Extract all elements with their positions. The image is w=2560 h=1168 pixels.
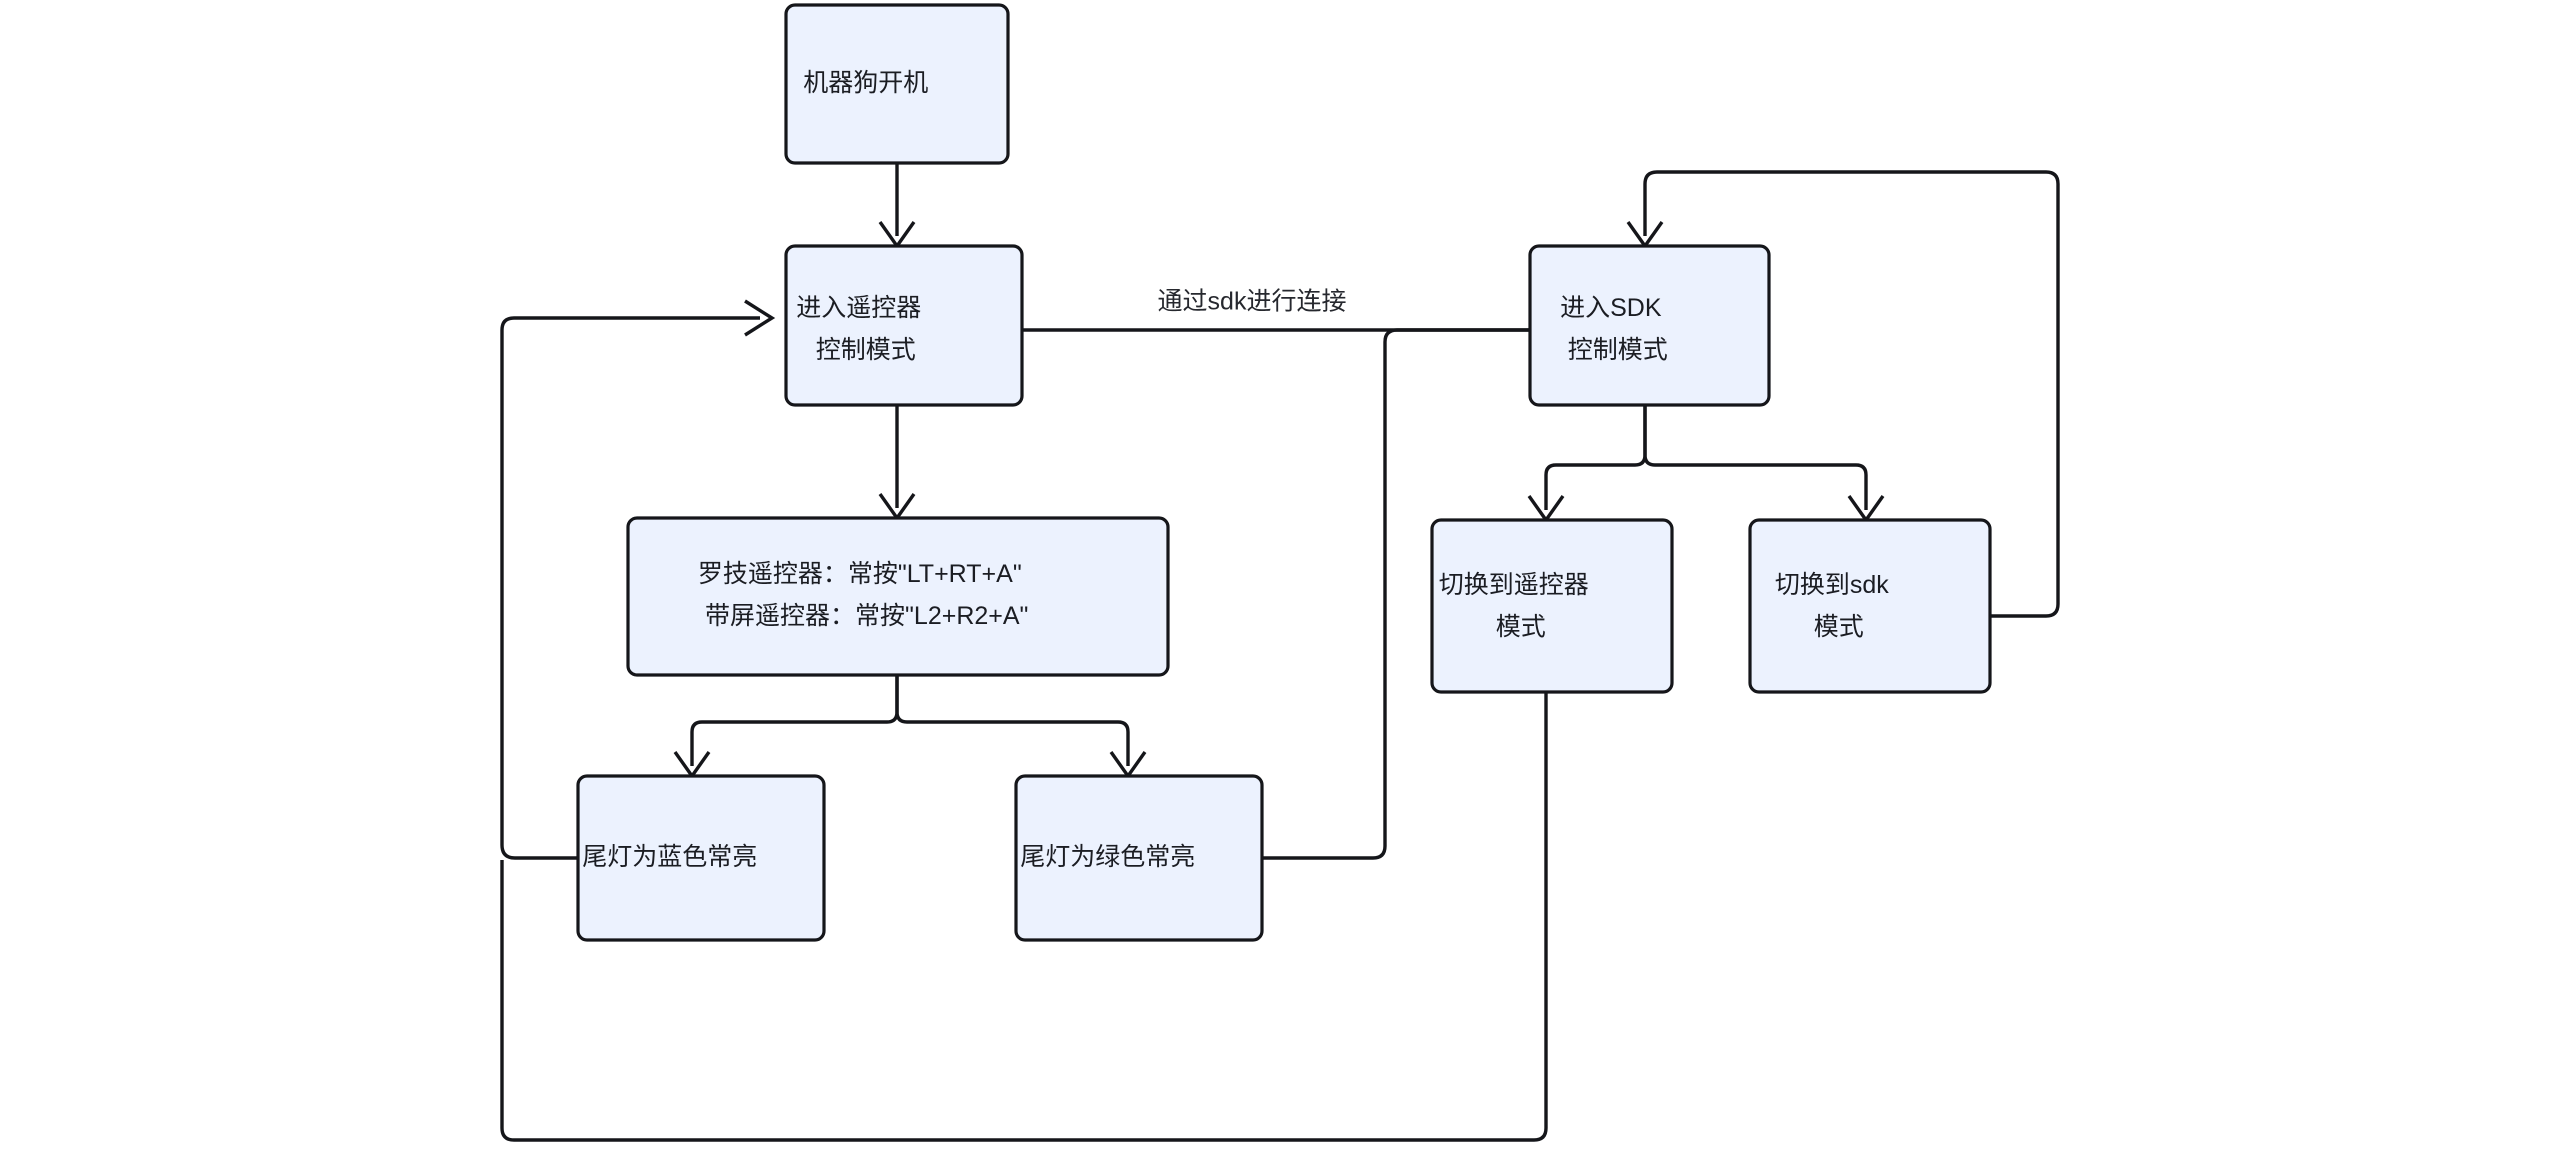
svg-text:切换到sdk 模式: 切换到sdk 模式	[1775, 571, 1965, 641]
node-switch-remote-line-2: 模式	[1496, 613, 1546, 641]
node-switch-remote-line-1: 切换到遥控器	[1439, 571, 1589, 599]
node-sdk-mode[interactable]: 进入SDK 控制模式	[1528, 244, 1771, 407]
edge-line	[690, 675, 899, 766]
node-switch-sdk-line-2: 模式	[1814, 613, 1864, 641]
svg-text:尾灯为绿色常亮: 尾灯为绿色常亮	[1020, 843, 1258, 871]
edge-combo-to-blue	[673, 675, 899, 779]
node-switch-sdk-line-1: 切换到sdk	[1775, 571, 1889, 599]
node-remote-mode-shape[interactable]	[784, 244, 1024, 407]
svg-text:进入遥控器 控制模式: 进入遥控器 控制模式	[796, 294, 997, 364]
node-key-combo-shape[interactable]	[626, 516, 1170, 677]
edge-label-layer: 通过sdk进行连接	[1110, 282, 1394, 324]
edge-line	[500, 692, 1548, 1142]
edge-layer	[500, 163, 2060, 1142]
svg-text:进入SDK 控制模式: 进入SDK 控制模式	[1560, 294, 1738, 364]
node-light-green[interactable]: 尾灯为绿色常亮	[1014, 774, 1264, 942]
node-power-on-shape[interactable]	[784, 3, 1010, 165]
node-switch-remote[interactable]: 切换到遥控器 模式	[1430, 518, 1674, 694]
node-power-on[interactable]: 机器狗开机	[784, 3, 1010, 165]
node-key-combo-line-2: 带屏遥控器：常按"L2+R2+A"	[705, 602, 1028, 630]
node-remote-mode[interactable]: 进入遥控器 控制模式	[784, 244, 1024, 407]
edge-remote-to-combo	[878, 405, 916, 521]
edge-blue-to-remote	[500, 299, 776, 860]
node-light-green-line-1: 尾灯为绿色常亮	[1020, 843, 1195, 871]
edge-line	[895, 675, 1130, 766]
node-light-blue-shape[interactable]	[576, 774, 826, 942]
edge-combo-to-green	[895, 675, 1147, 779]
edge-line	[1643, 405, 1868, 510]
node-switch-remote-shape[interactable]	[1430, 518, 1674, 694]
edge-line	[1643, 170, 2060, 618]
node-switch-sdk[interactable]: 切换到sdk 模式	[1748, 518, 1992, 694]
edge-line	[500, 316, 760, 860]
edge-line	[1262, 328, 1627, 860]
node-light-blue-line-1: 尾灯为蓝色常亮	[582, 843, 757, 871]
svg-text:尾灯为蓝色常亮: 尾灯为蓝色常亮	[582, 843, 820, 871]
node-key-combo[interactable]: 罗技遥控器：常按"LT+RT+A" 带屏遥控器：常按"L2+R2+A"	[626, 516, 1170, 677]
edge-sdk-to-switch-remote	[1527, 405, 1647, 523]
edge-label-remote-to-sdk: 通过sdk进行连接	[1158, 288, 1347, 316]
edge-switch-remote-to-remote	[500, 692, 1548, 1142]
node-remote-mode-line-2: 控制模式	[816, 336, 916, 364]
node-light-green-shape[interactable]	[1014, 774, 1264, 942]
edge-green-to-sdk	[1262, 328, 1627, 860]
svg-text:机器狗开机: 机器狗开机	[803, 69, 991, 97]
node-remote-mode-line-1: 进入遥控器	[796, 294, 921, 322]
arrow-head-icon	[744, 299, 776, 337]
node-switch-sdk-shape[interactable]	[1748, 518, 1992, 694]
edge-label-backdrop	[1110, 282, 1394, 324]
node-sdk-mode-shape[interactable]	[1528, 244, 1771, 407]
node-light-blue[interactable]: 尾灯为蓝色常亮	[576, 774, 826, 942]
node-layer: 机器狗开机 进入遥控器 控制模式 进入SDK 控制模式	[576, 3, 1992, 942]
svg-text:切换到遥控器 模式: 切换到遥控器 模式	[1439, 571, 1665, 641]
edge-power-to-remote	[878, 163, 916, 249]
node-power-on-line-1: 机器狗开机	[803, 69, 928, 97]
edge-line	[1544, 405, 1647, 510]
svg-text:罗技遥控器：常按"LT+RT+A" 带屏: 罗技遥控器：常按"LT+RT+A" 带屏遥控器：常按"L2+R2+A"	[698, 560, 1098, 630]
node-sdk-mode-line-1: 进入SDK	[1560, 294, 1662, 322]
node-key-combo-line-1: 罗技遥控器：常按"LT+RT+A"	[698, 560, 1022, 588]
node-sdk-mode-line-2: 控制模式	[1568, 336, 1668, 364]
edge-sdk-to-switch-sdk	[1643, 405, 1885, 523]
